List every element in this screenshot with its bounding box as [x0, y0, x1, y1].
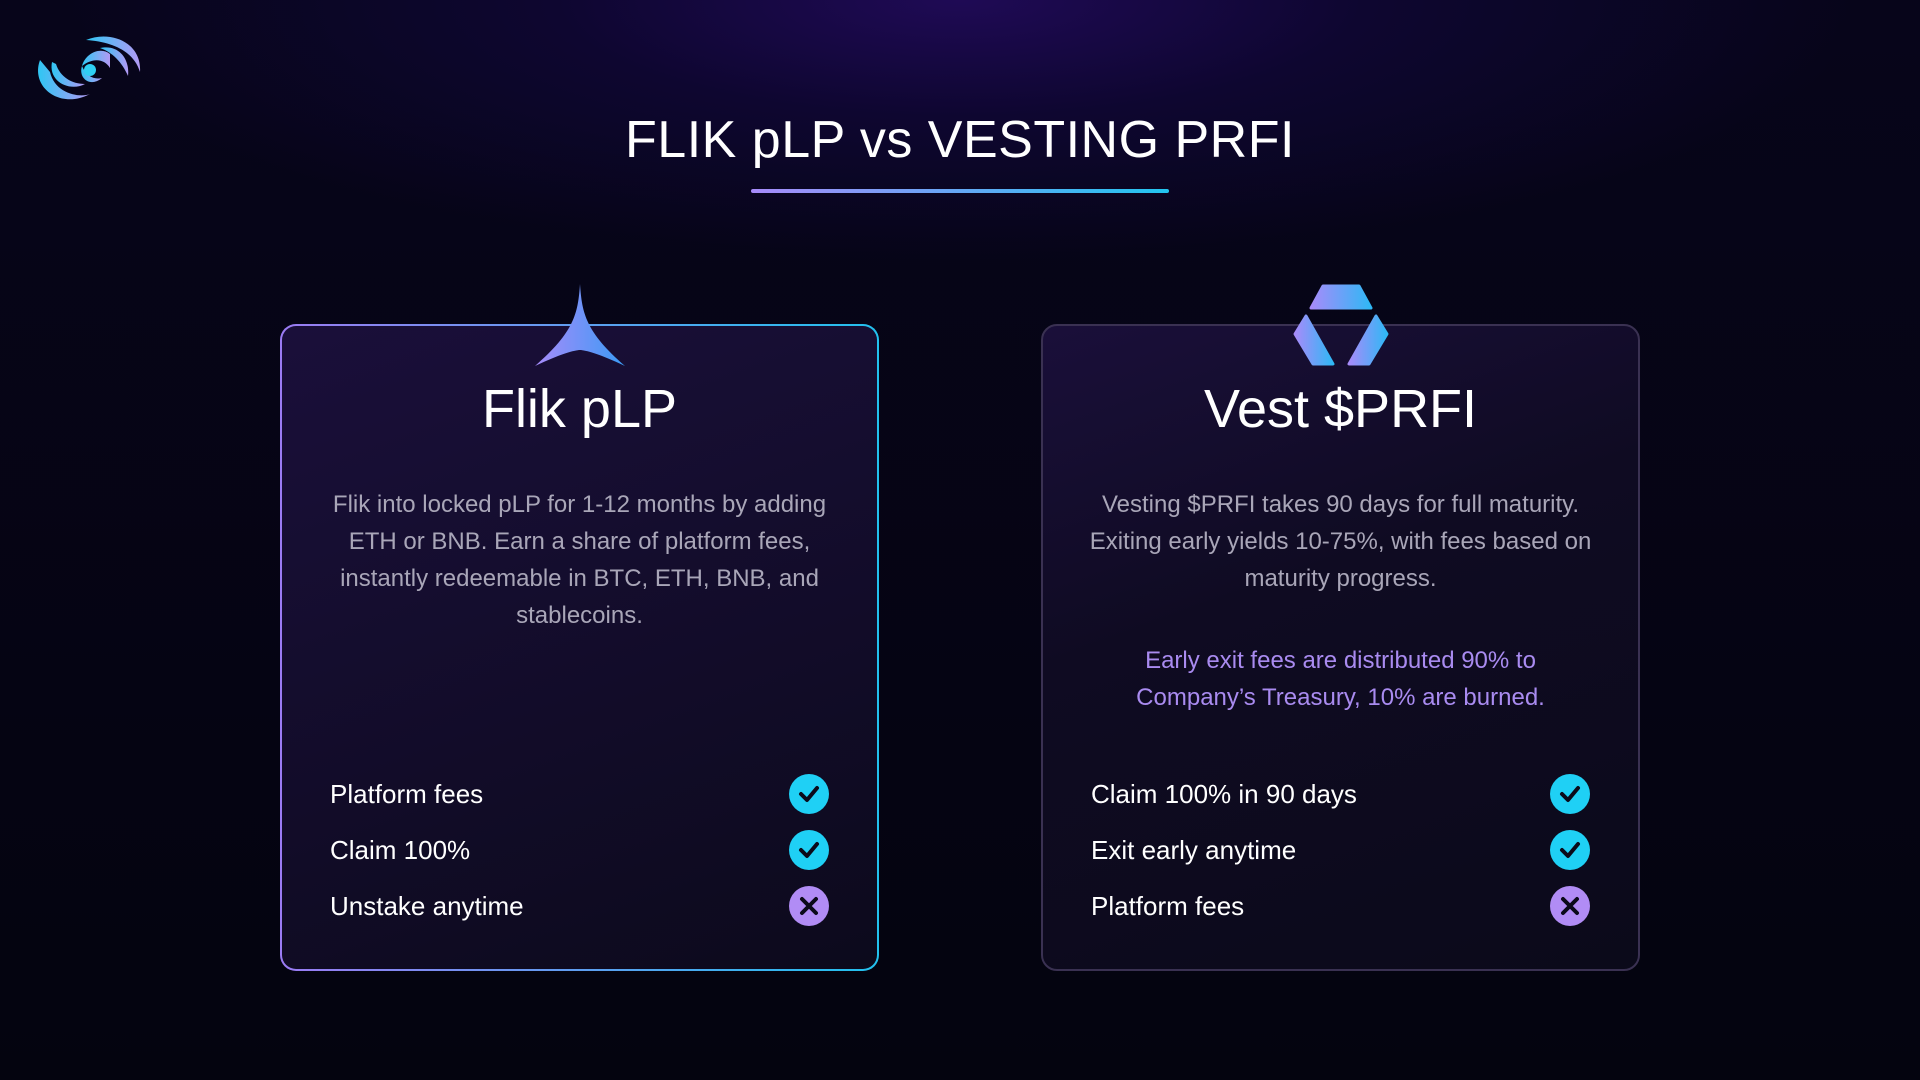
page-title: FLIK pLP vs VESTING PRFI — [625, 111, 1295, 169]
card-note: Early exit fees are distributed 90% to C… — [1136, 647, 1545, 711]
card-flik-plp: Flik pLP Flik into locked pLP for 1-12 m… — [280, 284, 879, 971]
card-description: Vesting $PRFI takes 90 days for full mat… — [1089, 491, 1592, 592]
feature-list: Platform fees Claim 100% Unstake anytime — [330, 766, 829, 934]
card-title: Flik pLP — [481, 379, 678, 439]
feature-row: Platform fees — [1091, 878, 1590, 934]
feature-list: Claim 100% in 90 days Exit early anytime… — [1091, 766, 1590, 934]
check-icon — [789, 830, 829, 870]
title-underline — [751, 189, 1169, 193]
cross-icon — [789, 886, 829, 926]
hexagon-triangle-icon — [1293, 284, 1388, 366]
check-icon — [1550, 774, 1590, 814]
feature-row: Platform fees — [330, 766, 829, 822]
card-description: Flik into locked pLP for 1-12 months by … — [332, 491, 827, 629]
feature-label: Platform fees — [330, 778, 484, 809]
star-icon — [534, 284, 625, 366]
feature-label: Platform fees — [1091, 890, 1245, 921]
card-title: Vest $PRFI — [1203, 379, 1478, 439]
check-icon — [1550, 830, 1590, 870]
feature-label: Claim 100% — [330, 834, 471, 865]
feature-label: Exit early anytime — [1091, 834, 1297, 865]
card-vest-prfi: Vest $PRFI Vesting $PRFI takes 90 days f… — [1041, 284, 1640, 971]
feature-label: Claim 100% in 90 days — [1091, 778, 1357, 809]
feature-label: Unstake anytime — [330, 890, 524, 921]
feature-row: Claim 100% in 90 days — [1091, 766, 1590, 822]
cross-icon — [1550, 886, 1590, 926]
feature-row: Exit early anytime — [1091, 822, 1590, 878]
check-icon — [789, 774, 829, 814]
logo-swirl-icon — [38, 36, 141, 100]
feature-row: Unstake anytime — [330, 878, 829, 934]
feature-row: Claim 100% — [330, 822, 829, 878]
